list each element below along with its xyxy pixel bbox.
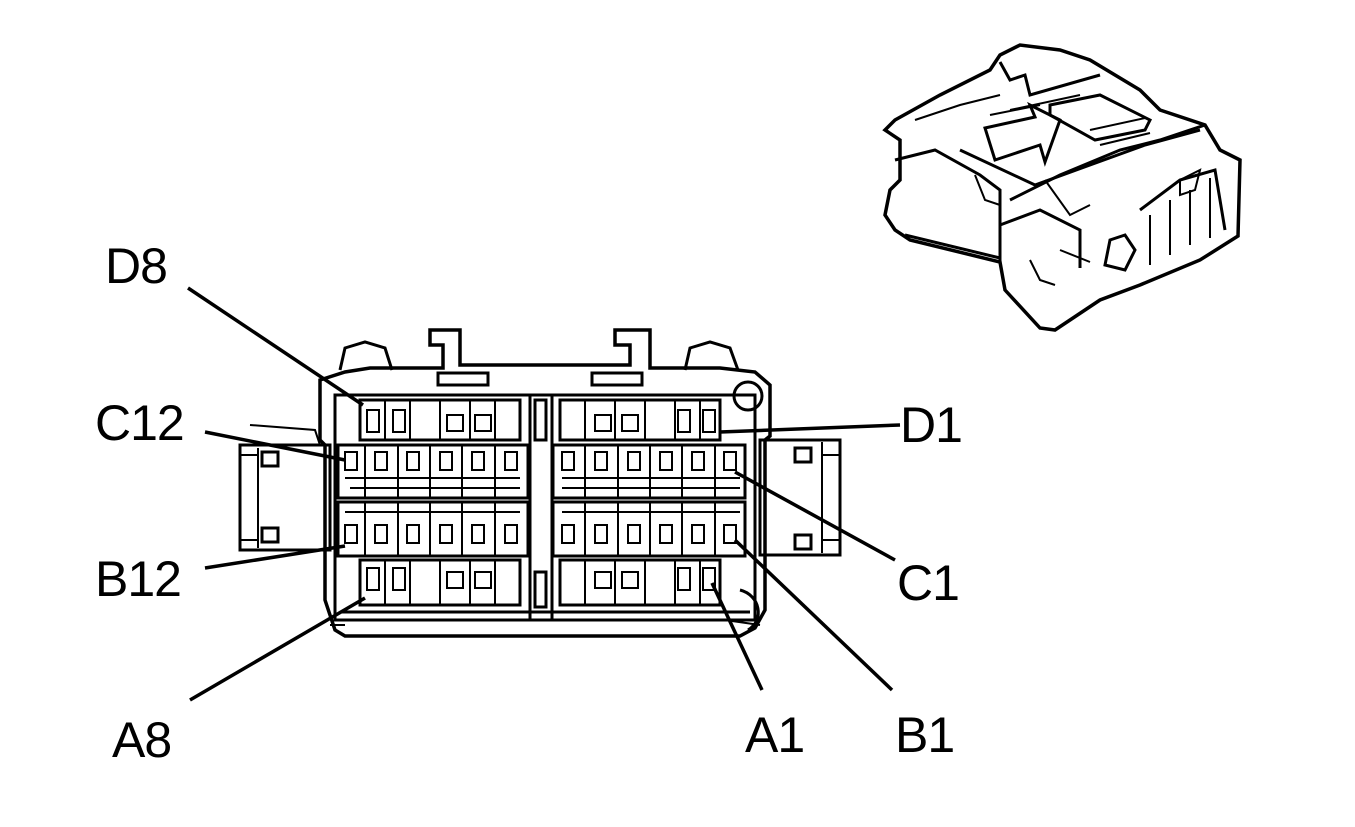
leader-c1 (734, 470, 896, 562)
label-c1: C1 (897, 555, 959, 611)
leader-b12 (204, 544, 346, 570)
leader-d1 (719, 423, 901, 434)
row-d-cavities (358, 398, 722, 442)
label-c12: C12 (95, 395, 184, 451)
row-b-cavities (336, 500, 747, 558)
leader-b1 (733, 538, 894, 692)
leader-a8 (189, 596, 366, 702)
leader-d8 (187, 286, 364, 407)
label-d1: D1 (900, 397, 962, 453)
connector-isometric-view (882, 43, 1242, 332)
leader-lines (187, 286, 901, 702)
row-c-cavities (336, 443, 747, 500)
pin-labels: D8 C12 B12 A8 D1 C1 A1 B1 (95, 238, 963, 768)
leader-c12 (204, 430, 346, 462)
row-a-cavities (358, 558, 722, 607)
label-d8: D8 (105, 238, 167, 294)
label-a1: A1 (745, 707, 804, 763)
label-b12: B12 (95, 551, 181, 607)
leader-a1 (710, 582, 764, 691)
label-b1: B1 (895, 707, 954, 763)
connector-face-view (238, 328, 842, 638)
label-a8: A8 (112, 712, 171, 768)
